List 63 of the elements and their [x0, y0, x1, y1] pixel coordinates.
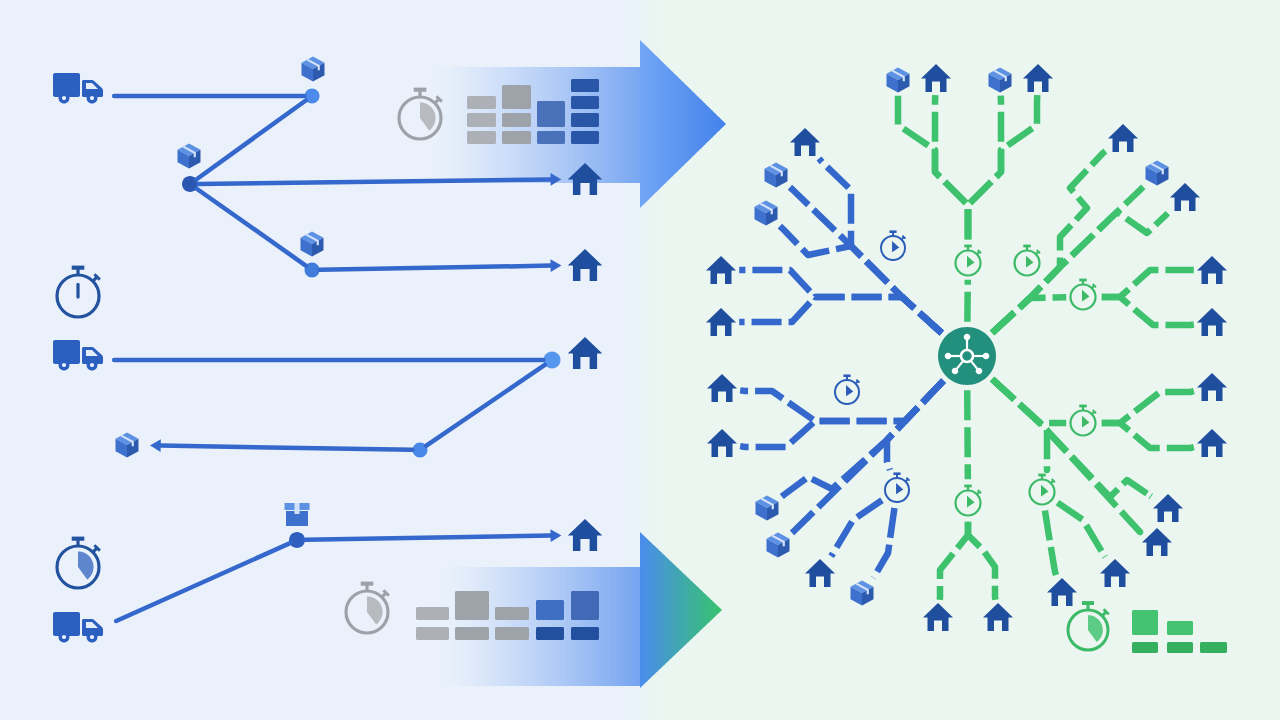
package-icon — [988, 67, 1012, 93]
connector-line — [194, 98, 308, 182]
stopwatch-icon — [954, 484, 982, 517]
house-icon — [921, 64, 951, 92]
connector-line — [194, 186, 308, 268]
dashed-line — [989, 294, 1067, 336]
package-icon — [766, 532, 790, 558]
house-icon — [805, 559, 835, 587]
house-icon — [567, 518, 603, 552]
connector-line — [111, 357, 546, 363]
junction-dot — [289, 532, 305, 548]
dashed-line — [964, 521, 999, 601]
house-icon — [1023, 64, 1053, 92]
house-icon — [1197, 429, 1227, 457]
stopwatch-icon — [1028, 473, 1056, 506]
house-icon — [707, 374, 737, 402]
package-icon — [115, 432, 139, 458]
connector-line — [111, 93, 307, 99]
house-icon — [1047, 578, 1077, 606]
dashed-line — [1055, 499, 1109, 561]
package-icon — [764, 162, 788, 188]
house-icon — [706, 308, 736, 336]
dashed-line — [990, 376, 1144, 536]
house-icon — [1197, 308, 1227, 336]
package-icon — [850, 580, 874, 606]
junction-dot — [182, 176, 198, 192]
house-icon — [1153, 494, 1183, 522]
house-icon — [1170, 183, 1200, 211]
dashed-line — [870, 507, 898, 581]
dashed-line — [789, 378, 946, 536]
dashed-line — [1101, 293, 1195, 329]
package-icon — [754, 200, 778, 226]
house-icon — [1197, 256, 1227, 284]
junction-dot — [412, 442, 428, 458]
house-icon — [923, 603, 953, 631]
house-icon — [983, 603, 1013, 631]
dashed-line — [828, 497, 884, 559]
stopwatch-icon — [884, 472, 911, 503]
hub-circle — [938, 327, 996, 385]
connector-line — [424, 362, 548, 448]
package-icon — [755, 495, 779, 521]
house-icon — [567, 248, 603, 282]
house-icon — [707, 429, 737, 457]
house-icon — [1142, 528, 1172, 556]
house-icon — [706, 256, 736, 284]
stopwatch-icon — [1069, 278, 1097, 311]
house-icon — [1108, 124, 1138, 152]
truck-icon — [53, 612, 103, 645]
junction-dot — [543, 351, 561, 369]
junction-dot — [304, 88, 320, 104]
truck-icon — [53, 73, 103, 106]
connector-line — [113, 541, 292, 624]
dashed-line — [1101, 419, 1195, 452]
stopwatch-icon — [954, 244, 982, 277]
house-icon — [790, 128, 820, 156]
junction-dot — [304, 262, 320, 278]
dashed-line — [1041, 510, 1060, 577]
house-icon — [1100, 559, 1130, 587]
package-icon — [886, 67, 910, 93]
package-icon — [1145, 160, 1169, 186]
stopwatch-icon — [1069, 404, 1097, 437]
truck-icon — [53, 340, 103, 373]
house-icon — [1197, 373, 1227, 401]
